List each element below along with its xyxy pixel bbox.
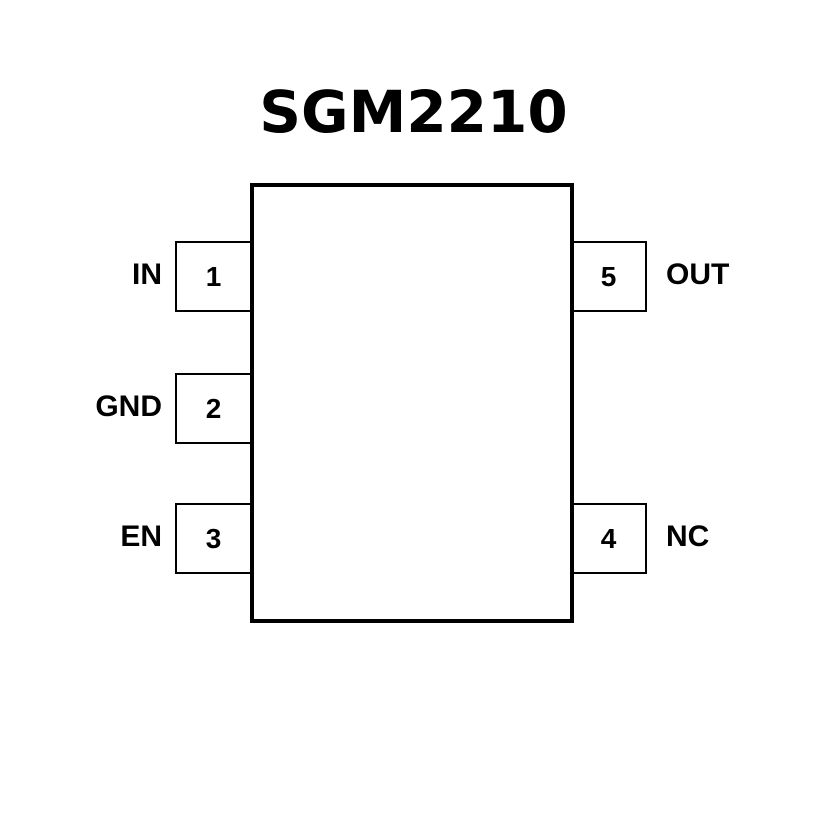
- pin-5-number: 5: [600, 260, 617, 292]
- pin-4-number: 4: [600, 522, 617, 554]
- pin-3: 3: [175, 503, 250, 574]
- pin-4-label: NC: [666, 519, 710, 553]
- chip-package-body: [250, 183, 574, 623]
- pin-2-label: GND: [95, 389, 162, 423]
- chip-title: SGM2210: [259, 78, 568, 146]
- pin-3-number: 3: [205, 522, 222, 554]
- pin-1-number: 1: [205, 260, 222, 292]
- pin-1-label: IN: [132, 257, 162, 291]
- pin-1: 1: [175, 241, 250, 312]
- pin-4: 4: [572, 503, 647, 574]
- pin-2: 2: [175, 373, 250, 444]
- pin-5: 5: [572, 241, 647, 312]
- pin-5-label: OUT: [666, 257, 730, 291]
- pin-3-label: EN: [120, 519, 162, 553]
- pin-2-number: 2: [205, 392, 222, 424]
